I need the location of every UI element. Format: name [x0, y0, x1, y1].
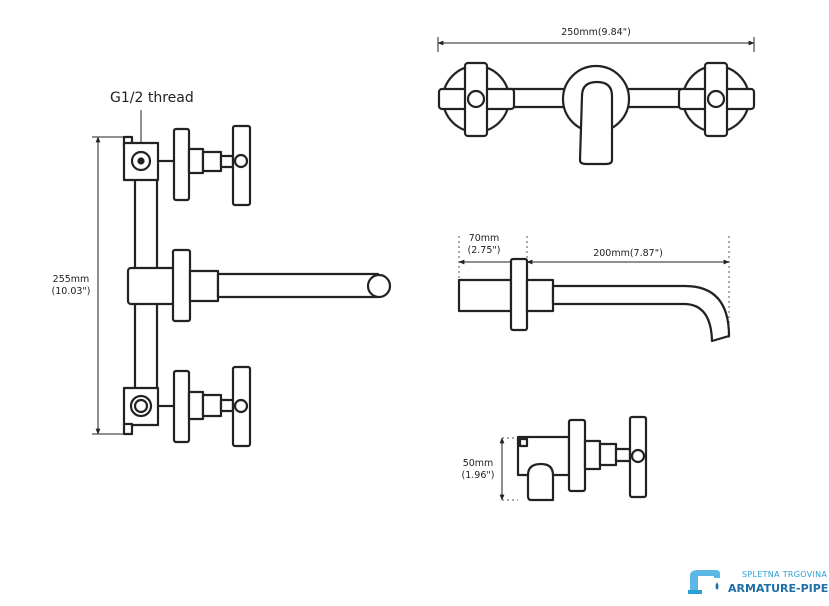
store-logo[interactable]: SPLETNA TRGOVINA ARMATURE-PIPE.SI [686, 566, 829, 602]
spout-arm [551, 284, 731, 343]
front-view: 255mm (10.03") G1/2 thread [52, 90, 392, 448]
spout-length-label: 200mm(7.87") [593, 248, 663, 259]
small-in-label: (1.96") [462, 470, 495, 481]
logo-tagline: SPLETNA TRGOVINA [742, 570, 828, 579]
depth-mm-label: 70mm [469, 233, 500, 244]
top-right-handle [677, 61, 756, 138]
bottom-valve [122, 365, 252, 448]
height-mm-label: 255mm [53, 274, 90, 285]
depth-in-label: (2.75") [468, 245, 501, 256]
valve-side-view: 50mm (1.96") [462, 415, 648, 502]
thread-label: G1/2 thread [110, 90, 194, 106]
top-valve [122, 124, 252, 207]
faucet-logo-icon [688, 570, 720, 594]
width-label: 250mm(9.84") [561, 27, 631, 38]
logo-site-name: ARMATURE-PIPE.SI [728, 582, 829, 595]
spout-side-view: 70mm (2.75") 200mm(7.87") [457, 233, 731, 343]
top-left-handle [437, 61, 516, 138]
spout-body-front [126, 248, 392, 323]
small-mm-label: 50mm [463, 458, 494, 469]
height-in-label: (10.03") [52, 286, 91, 297]
top-center-spout [561, 64, 631, 166]
top-view: 250mm(9.84") [437, 27, 756, 166]
